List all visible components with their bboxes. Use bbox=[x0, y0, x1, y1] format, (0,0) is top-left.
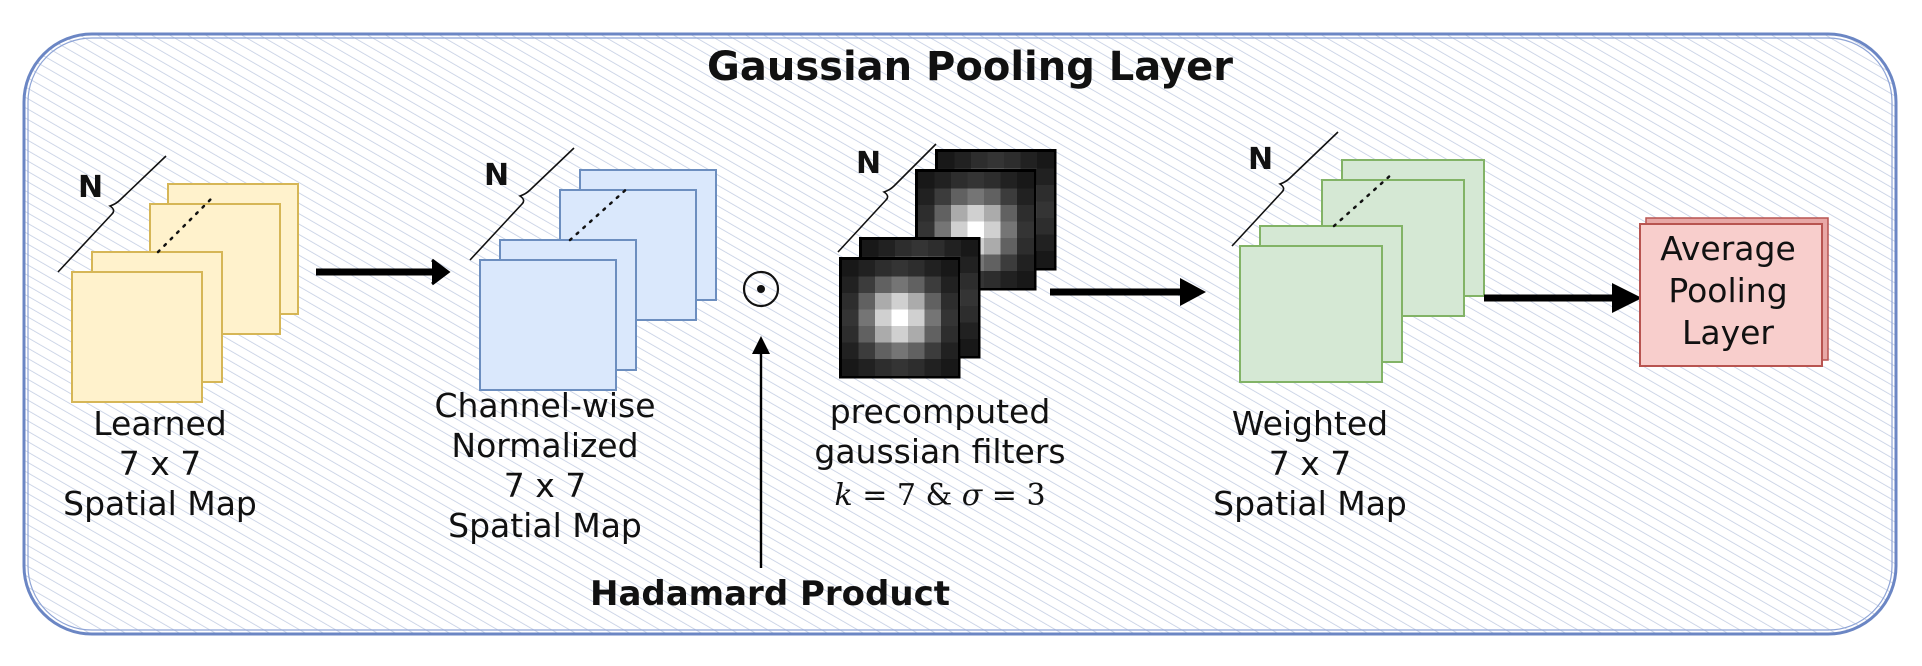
hadamard-operator-circle bbox=[742, 270, 780, 308]
avgpool-line-1: Average bbox=[1660, 229, 1796, 268]
filters-label: precomputed gaussian filters k = 7 & σ =… bbox=[790, 392, 1090, 516]
normalized-line-4: Spatial Map bbox=[448, 506, 642, 545]
gaussian-filter-front-1 bbox=[839, 257, 961, 379]
weighted-map-stack bbox=[1239, 159, 1485, 383]
weighted-line-1: Weighted bbox=[1231, 404, 1389, 443]
weighted-map-label: Weighted 7 x 7 Spatial Map bbox=[1180, 404, 1440, 524]
n-label-weighted: N bbox=[1248, 142, 1274, 177]
weighted-line-3: Spatial Map bbox=[1213, 484, 1407, 523]
n-label-learned: N bbox=[78, 170, 104, 205]
learned-line-1: Learned bbox=[93, 404, 227, 443]
diagram-title: Gaussian Pooling Layer bbox=[707, 44, 1233, 90]
normalized-map-label: Channel-wise Normalized 7 x 7 Spatial Ma… bbox=[420, 386, 670, 546]
n-brace-normalized bbox=[469, 147, 575, 261]
learned-line-2: 7 x 7 bbox=[118, 444, 202, 483]
n-brace-weighted bbox=[1231, 131, 1339, 247]
average-pooling-label: Average Pooling Layer bbox=[1640, 222, 1816, 360]
n-brace-filters bbox=[837, 143, 937, 253]
normalized-map-stack bbox=[479, 169, 717, 391]
average-pooling-box bbox=[1639, 217, 1829, 367]
gaussian-filter-stack bbox=[839, 149, 1057, 379]
n-label-normalized: N bbox=[484, 158, 510, 193]
n-label-filters: N bbox=[856, 146, 882, 181]
filters-line-1: precomputed bbox=[829, 392, 1051, 431]
n-brace-learned bbox=[57, 155, 167, 273]
filters-line-2: gaussian filters bbox=[814, 432, 1066, 471]
normalized-line-2: Normalized bbox=[451, 426, 639, 465]
normalized-line-3: 7 x 7 bbox=[503, 466, 587, 505]
avgpool-line-2: Pooling bbox=[1668, 271, 1788, 310]
learned-line-3: Spatial Map bbox=[63, 484, 257, 523]
learned-map-label: Learned 7 x 7 Spatial Map bbox=[40, 404, 280, 524]
hadamard-product-label: Hadamard Product bbox=[590, 574, 950, 614]
learned-map-stack bbox=[71, 183, 299, 403]
avgpool-line-3: Layer bbox=[1681, 313, 1774, 352]
weighted-line-2: 7 x 7 bbox=[1268, 444, 1352, 483]
filters-params: k = 7 & σ = 3 bbox=[834, 478, 1046, 513]
normalized-line-1: Channel-wise bbox=[434, 386, 656, 425]
